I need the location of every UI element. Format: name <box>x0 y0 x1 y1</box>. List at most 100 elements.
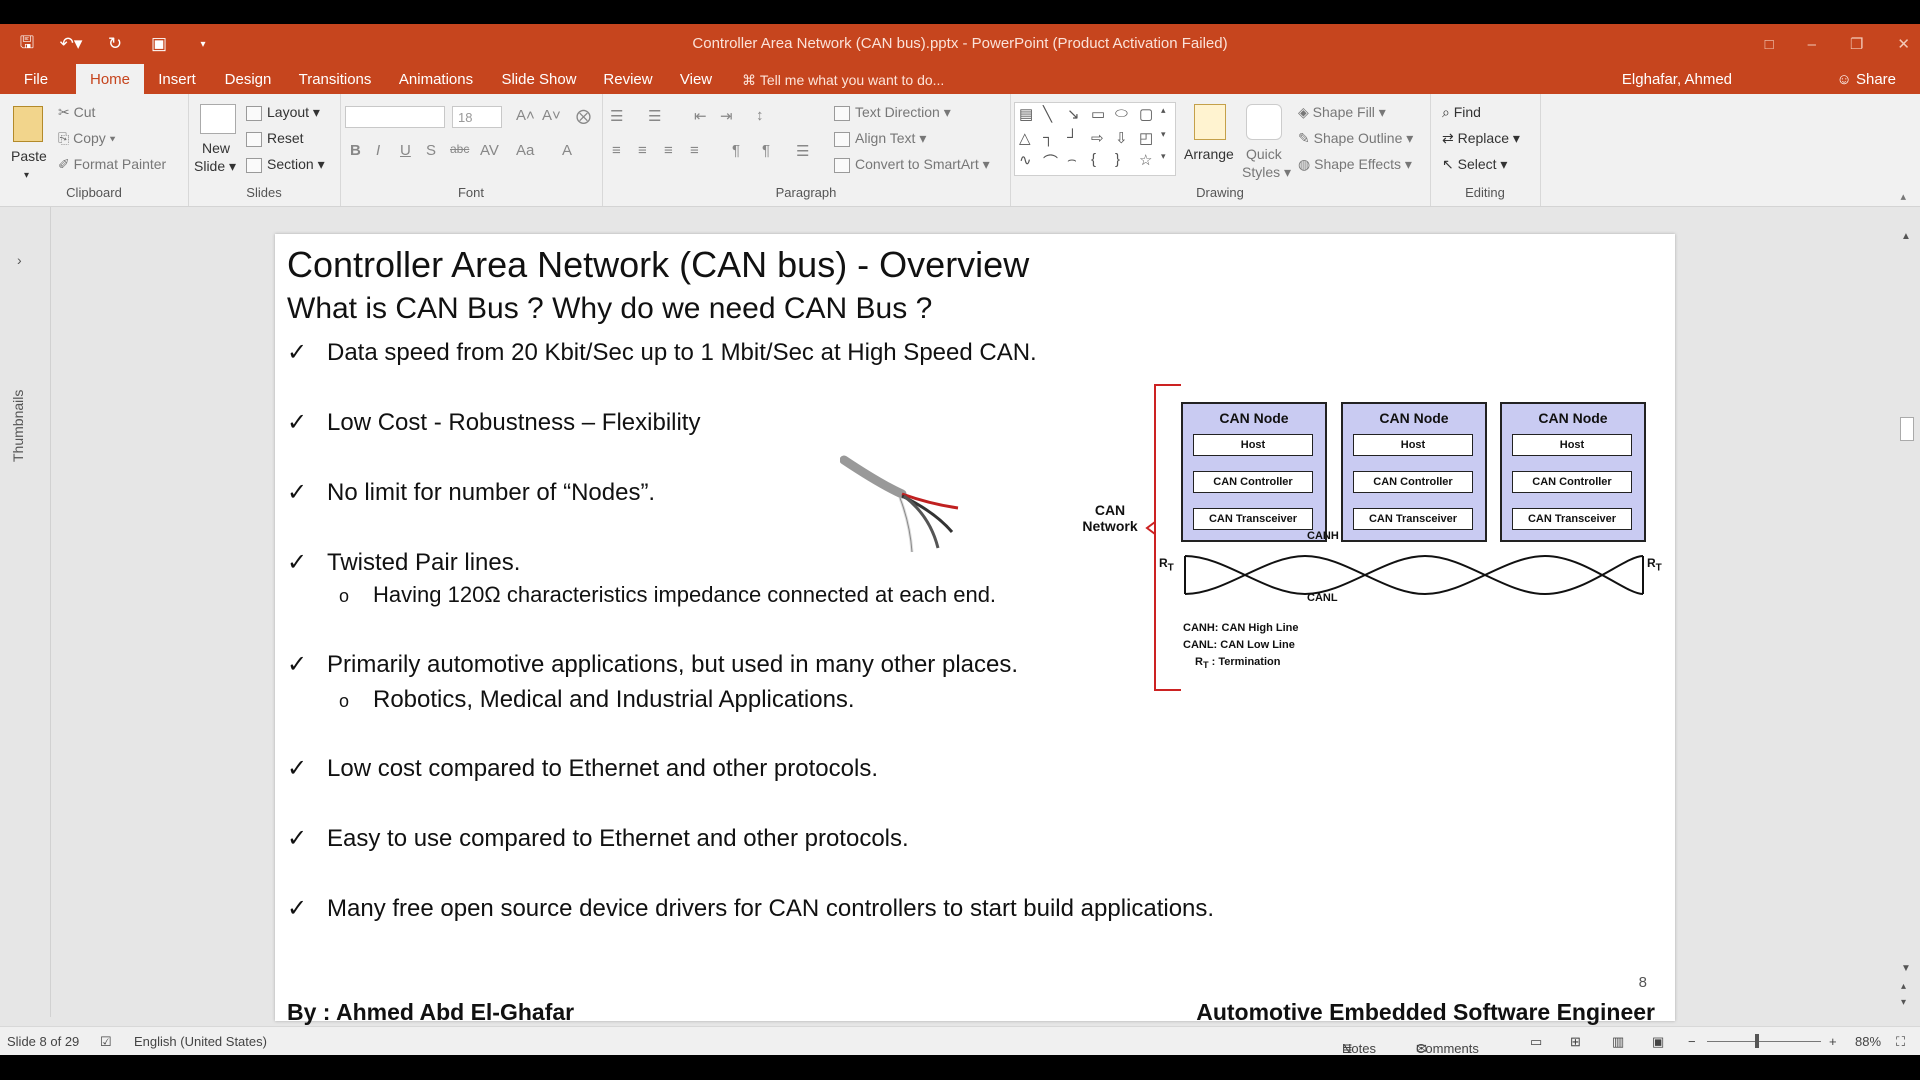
paste-button[interactable]: Paste <box>11 148 47 164</box>
thumbnails-label[interactable]: Thumbnails <box>10 389 26 462</box>
align-right-icon[interactable]: ≡ <box>664 142 673 159</box>
clear-format-icon[interactable]: ⨂ <box>576 108 591 125</box>
columns-icon[interactable]: ☰ <box>796 143 810 160</box>
shape-fill-button[interactable]: ◈ Shape Fill ▾ <box>1298 104 1386 120</box>
bullet-item[interactable]: ✓No limit for number of “Nodes”. <box>287 479 656 506</box>
arrange-button[interactable]: Arrange <box>1184 146 1234 162</box>
decrease-indent-icon[interactable]: ⇤ <box>694 108 707 125</box>
align-center-icon[interactable]: ≡ <box>638 142 647 159</box>
brace-right-shape-icon[interactable]: } <box>1115 151 1121 168</box>
zoom-in-icon[interactable]: + <box>1829 1034 1837 1049</box>
copy-button[interactable]: ⎘ Copy ▾ <box>58 130 116 146</box>
tab-design[interactable]: Design <box>224 71 272 88</box>
next-slide-icon[interactable]: ▾ <box>1901 997 1907 1008</box>
undo-icon[interactable]: ↶▾ <box>59 34 83 53</box>
minimize-icon[interactable]: – <box>1807 35 1816 53</box>
new-slide-button[interactable]: New <box>202 140 231 156</box>
gallery-more-icon[interactable]: ▾ <box>1161 151 1166 161</box>
slide-subtitle[interactable]: What is CAN Bus ? Why do we need CAN Bus… <box>287 292 933 325</box>
share-button[interactable]: ☺ Share <box>1836 71 1896 88</box>
slide-sorter-icon[interactable]: ⊞ <box>1570 1034 1581 1049</box>
tab-transitions[interactable]: Transitions <box>298 71 372 88</box>
italic-icon[interactable]: I <box>376 142 381 159</box>
rounded-rect-shape-icon[interactable]: ▢ <box>1139 106 1154 123</box>
replace-button[interactable]: ⇄ Replace ▾ <box>1442 130 1520 146</box>
gallery-up-icon[interactable]: ▴ <box>1161 105 1166 115</box>
quick-styles-button-2[interactable]: Styles ▾ <box>1242 164 1292 180</box>
present-icon[interactable]: ▣ <box>150 34 168 53</box>
arrange-icon[interactable] <box>1194 104 1226 140</box>
font-name-box[interactable] <box>345 106 445 128</box>
user-name[interactable]: Elghafar, Ahmed <box>1621 71 1732 88</box>
bullet-item[interactable]: ✓Many free open source device drivers fo… <box>287 895 1215 922</box>
arrow-line-shape-icon[interactable]: ↘ <box>1067 106 1080 123</box>
bullet-item[interactable]: ✓Data speed from 20 Kbit/Sec up to 1 Mbi… <box>287 339 1037 366</box>
right-arrow-shape-icon[interactable]: ⇨ <box>1091 130 1104 147</box>
collapse-ribbon-icon[interactable]: ▴ <box>1900 191 1906 203</box>
star-shape-icon[interactable]: ☆ <box>1139 152 1153 169</box>
can-node-1[interactable]: CAN Node Host CAN Controller CAN Transce… <box>1181 402 1327 542</box>
bullet-item[interactable]: ✓Primarily automotive applications, but … <box>287 651 1019 678</box>
section-button[interactable]: Section ▾ <box>246 156 325 173</box>
new-slide-button-2[interactable]: Slide ▾ <box>194 158 237 174</box>
previous-slide-icon[interactable]: ▴ <box>1901 981 1907 992</box>
curve-shape-icon[interactable]: ⌒ <box>1043 154 1059 171</box>
can-node-2[interactable]: CAN Node Host CAN Controller CAN Transce… <box>1341 402 1487 542</box>
spell-check-icon[interactable]: ☑ <box>100 1034 112 1049</box>
slide-count[interactable]: Slide 8 of 29 <box>7 1034 80 1049</box>
new-slide-icon[interactable] <box>200 104 236 134</box>
format-painter-button[interactable]: ✐ Format Painter <box>58 156 167 172</box>
increase-indent-icon[interactable]: ⇥ <box>720 108 733 125</box>
layout-button[interactable]: Layout ▾ <box>246 104 320 121</box>
redo-icon[interactable]: ↻ <box>107 34 123 53</box>
restore-icon[interactable]: ❐ <box>1849 36 1864 53</box>
quick-styles-icon[interactable] <box>1246 104 1282 140</box>
tab-review[interactable]: Review <box>603 71 653 88</box>
grow-font-icon[interactable]: A˄ <box>516 107 535 124</box>
line-shape-icon[interactable]: ╲ <box>1043 106 1053 123</box>
slideshow-view-icon[interactable]: ▣ <box>1652 1034 1665 1049</box>
freeform-shape-icon[interactable]: ∿ <box>1019 152 1032 169</box>
align-text-button[interactable]: Align Text ▾ <box>834 130 926 147</box>
footer-role[interactable]: Automotive Embedded Software Engineer <box>1196 999 1655 1025</box>
bullet-item[interactable]: ✓Easy to use compared to Ethernet and ot… <box>287 825 909 852</box>
tab-insert[interactable]: Insert <box>158 71 196 88</box>
shadow-icon[interactable]: S <box>426 142 437 159</box>
align-left-icon[interactable]: ≡ <box>612 142 621 159</box>
justify-icon[interactable]: ≡ <box>690 142 699 159</box>
triangle-shape-icon[interactable]: △ <box>1019 130 1031 147</box>
twisted-pair-cable-image[interactable] <box>840 454 980 564</box>
convert-smartart-button[interactable]: Convert to SmartArt ▾ <box>834 156 990 173</box>
shrink-font-icon[interactable]: A˅ <box>542 107 561 124</box>
customize-qat-icon[interactable]: ▾ <box>200 38 206 50</box>
cut-button[interactable]: ✂ Cut <box>58 104 96 120</box>
quick-styles-button[interactable]: Quick <box>1246 146 1282 162</box>
font-size-box[interactable]: 18 <box>452 106 502 128</box>
line-spacing-icon[interactable]: ↕ <box>756 107 764 124</box>
callout-shape-icon[interactable]: ◰ <box>1139 130 1154 147</box>
bold-icon[interactable]: B <box>350 142 361 159</box>
tab-animations[interactable]: Animations <box>398 71 474 88</box>
fit-to-window-icon[interactable]: ⛶ <box>1896 1034 1906 1049</box>
tab-home[interactable]: Home <box>76 64 144 94</box>
rectangle-shape-icon[interactable]: ▭ <box>1091 106 1106 123</box>
tab-view[interactable]: View <box>679 71 713 88</box>
tell-me-box[interactable]: ⌘ Tell me what you want to do... <box>742 72 945 88</box>
gallery-down-icon[interactable]: ▾ <box>1161 129 1166 139</box>
rtl-icon[interactable]: ¶ <box>762 142 771 159</box>
bullet-item[interactable]: ✓Low Cost - Robustness – Flexibility <box>287 409 701 436</box>
normal-view-icon[interactable]: ▭ <box>1530 1034 1543 1049</box>
text-direction-button[interactable]: Text Direction ▾ <box>834 104 951 121</box>
slide-canvas[interactable]: Controller Area Network (CAN bus) - Over… <box>275 234 1675 1025</box>
slide-title[interactable]: Controller Area Network (CAN bus) - Over… <box>287 244 1030 285</box>
find-button[interactable]: ⌕ Find <box>1442 104 1481 120</box>
connector-shape-icon[interactable]: ┐ <box>1043 129 1054 146</box>
expand-thumbnails-icon[interactable]: › <box>17 252 22 268</box>
tab-file[interactable]: File <box>23 71 49 88</box>
strikethrough-icon[interactable]: abc <box>450 142 470 156</box>
reset-button[interactable]: Reset <box>246 130 304 147</box>
vertical-scrollbar[interactable]: ▲ ▼ ▴ ▾ <box>1898 227 1914 1012</box>
can-node-3[interactable]: CAN Node Host CAN Controller CAN Transce… <box>1500 402 1646 542</box>
